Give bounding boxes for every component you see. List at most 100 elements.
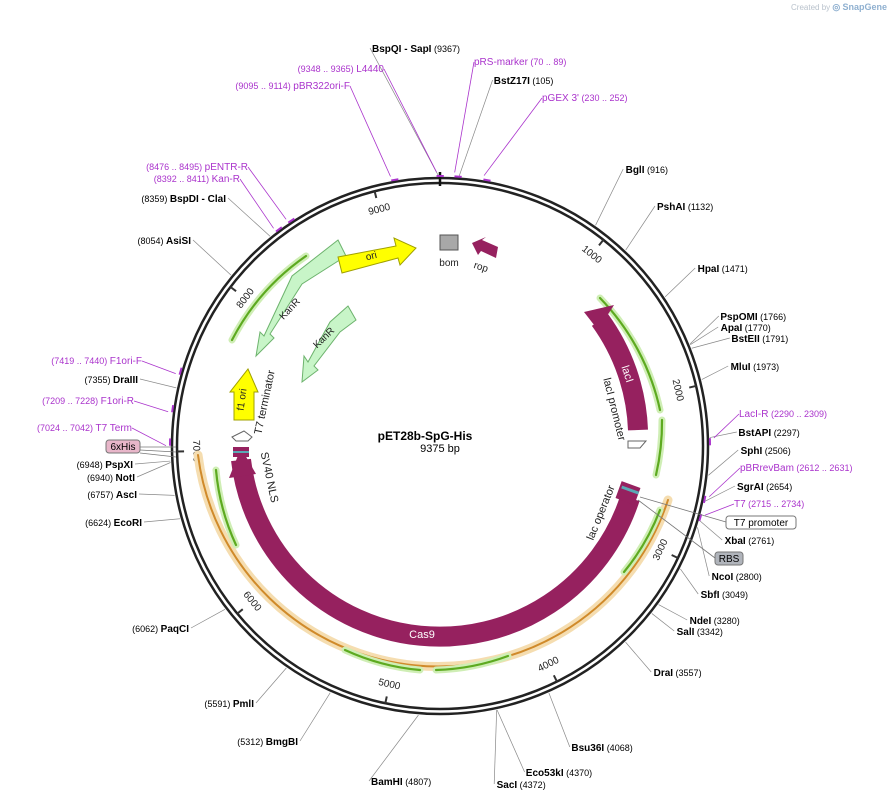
primer-label[interactable]: LacI-R (2290 .. 2309) — [739, 409, 827, 420]
enzyme-position: (3342) — [694, 627, 723, 637]
primer-label[interactable]: (8476 .. 8495) pENTR-R — [146, 162, 248, 173]
enzyme-leader-line — [697, 527, 710, 577]
scale-tick-mark — [373, 191, 378, 199]
enzyme-label[interactable]: (6757) AscI — [87, 490, 137, 501]
primer-position: (2290 .. 2309) — [768, 409, 827, 419]
enzyme-label[interactable]: Bsu36I (4068) — [571, 743, 632, 754]
enzyme-position: (2800) — [733, 572, 762, 582]
primer-position: (8392 .. 8411) — [154, 174, 212, 184]
enzyme-name: NotI — [116, 473, 136, 484]
enzyme-position: (1132) — [685, 202, 713, 212]
primer-leader-line — [131, 427, 167, 447]
enzyme-name: BstAPI — [738, 428, 771, 439]
primer-name: LacI-R — [739, 409, 768, 420]
primer-label[interactable]: (9348 .. 9365) L4440 — [298, 64, 385, 75]
enzyme-name: Eco53kI — [526, 768, 564, 779]
primer-label[interactable]: (7024 .. 7042) T7 Term — [37, 423, 132, 434]
primer-position: (230 .. 252) — [579, 93, 628, 103]
enzyme-label[interactable]: XbaI (2761) — [725, 536, 775, 547]
enzyme-label[interactable]: (6948) PspXI — [77, 460, 134, 471]
enzyme-position: (3049) — [719, 590, 748, 600]
enzyme-label[interactable]: (7355) DraIII — [84, 375, 138, 386]
enzyme-label[interactable]: DraI (3557) — [654, 668, 702, 679]
enzyme-label[interactable]: PshAI (1132) — [657, 202, 713, 213]
primer-label[interactable]: pGEX 3' (230 .. 252) — [542, 93, 627, 104]
enzyme-name: XbaI — [725, 536, 746, 547]
primer-label[interactable]: (7209 .. 7228) F1ori-R — [42, 396, 134, 407]
primer-label[interactable]: (9095 .. 9114) pBR322ori-F — [235, 81, 350, 92]
his-tag-label: 6xHis — [110, 442, 135, 453]
enzyme-label[interactable]: SalI (3342) — [677, 627, 723, 638]
enzyme-name: ApaI — [721, 323, 743, 334]
enzyme-position: (4370) — [564, 768, 593, 778]
t7-promoter-label: T7 promoter — [734, 518, 789, 529]
bom-block — [439, 234, 459, 251]
enzyme-name: BspQI — [372, 44, 402, 55]
enzyme-name: PspXI — [105, 460, 133, 471]
rbs-box — [714, 551, 744, 566]
enzyme-label[interactable]: BamHI (4807) — [371, 777, 431, 788]
enzyme-label[interactable]: SbfI (3049) — [701, 590, 748, 601]
enzyme-label[interactable]: NdeI (3280) — [690, 616, 740, 627]
enzyme-position: (1791) — [760, 334, 789, 344]
primer-label[interactable]: pBRrevBam (2612 .. 2631) — [740, 463, 852, 474]
enzyme-name: DraIII — [113, 375, 138, 386]
enzyme-leader-line — [651, 613, 675, 632]
ori-arrow — [337, 237, 417, 274]
scale-tick-mark — [689, 384, 697, 389]
enzyme-name: BstEII — [731, 334, 760, 345]
orf-outer-line — [197, 454, 669, 668]
enzyme-name: BmgBI — [266, 737, 298, 748]
enzyme-leader-line — [680, 568, 699, 595]
enzyme-leader-line — [136, 462, 171, 478]
enzyme-label[interactable]: BstEII (1791) — [731, 334, 788, 345]
enzyme-suffix: - ClaI — [199, 194, 226, 205]
enzyme-label[interactable]: SgrAI (2654) — [737, 482, 792, 493]
enzyme-label[interactable]: Eco53kI (4370) — [526, 768, 592, 779]
t7-terminator-glyph — [231, 430, 253, 442]
enzyme-label[interactable]: HpaI (1471) — [698, 264, 748, 275]
enzyme-leader-line — [625, 641, 652, 673]
enzyme-name: PshAI — [657, 202, 686, 213]
enzyme-label[interactable]: SacI (4372) — [497, 780, 546, 791]
primer-label[interactable]: T7 (2715 .. 2734) — [734, 499, 804, 510]
primer-name: L4440 — [356, 64, 384, 75]
enzyme-label[interactable]: SphI (2506) — [741, 446, 791, 457]
enzyme-name: SalI — [677, 627, 695, 638]
his-tag-leader-3 — [139, 452, 177, 458]
primer-label[interactable]: pRS-marker (70 .. 89) — [474, 57, 566, 68]
enzyme-name: EcoRI — [114, 518, 143, 529]
enzyme-position: (2297) — [771, 428, 800, 438]
enzyme-label[interactable]: MluI (1973) — [731, 362, 780, 373]
plasmid-name: pET28b-SpG-His — [378, 429, 473, 443]
enzyme-position: (2654) — [764, 482, 793, 492]
t7-promoter-box — [725, 515, 797, 530]
enzyme-label[interactable]: (6940) NotI — [87, 473, 135, 484]
enzyme-label[interactable]: NcoI (2800) — [712, 572, 762, 583]
enzyme-position: (4068) — [604, 743, 633, 753]
primer-label[interactable]: (7419 .. 7440) F1ori-F — [51, 356, 142, 367]
enzyme-label[interactable]: (8054) AsiSI — [137, 236, 191, 247]
kanr-inner-arrow — [301, 305, 357, 384]
enzyme-name: MluI — [731, 362, 751, 373]
primer-label[interactable]: (8392 .. 8411) Kan-R — [154, 174, 240, 185]
enzyme-position: (1770) — [742, 323, 771, 333]
snapgene-logo-icon: ◎ — [832, 2, 841, 12]
enzyme-leader-line — [699, 520, 723, 541]
his-tag-leader-2 — [139, 449, 177, 453]
enzyme-label[interactable]: BglI (916) — [626, 165, 668, 176]
enzyme-label[interactable]: BspQI - SapI (9367) — [372, 44, 460, 55]
enzyme-label[interactable]: ApaI (1770) — [721, 323, 771, 334]
enzyme-name: BstZ17I — [494, 76, 530, 87]
enzyme-label[interactable]: (5591) PmlI — [204, 699, 254, 710]
enzyme-label[interactable]: (6062) PaqCI — [132, 624, 189, 635]
scale-tick-mark — [598, 239, 605, 246]
enzyme-label[interactable]: (8359) BspDI - ClaI — [141, 194, 226, 205]
enzyme-label[interactable]: BstZ17I (105) — [494, 76, 554, 87]
enzyme-label[interactable]: BstAPI (2297) — [738, 428, 799, 439]
enzyme-label[interactable]: (5312) BmgBI — [237, 737, 298, 748]
enzyme-leader-line — [139, 378, 177, 389]
scale-tick-label: 4000 — [536, 655, 561, 675]
enzyme-label[interactable]: PspOMI (1766) — [720, 312, 786, 323]
enzyme-label[interactable]: (6624) EcoRI — [85, 518, 142, 529]
